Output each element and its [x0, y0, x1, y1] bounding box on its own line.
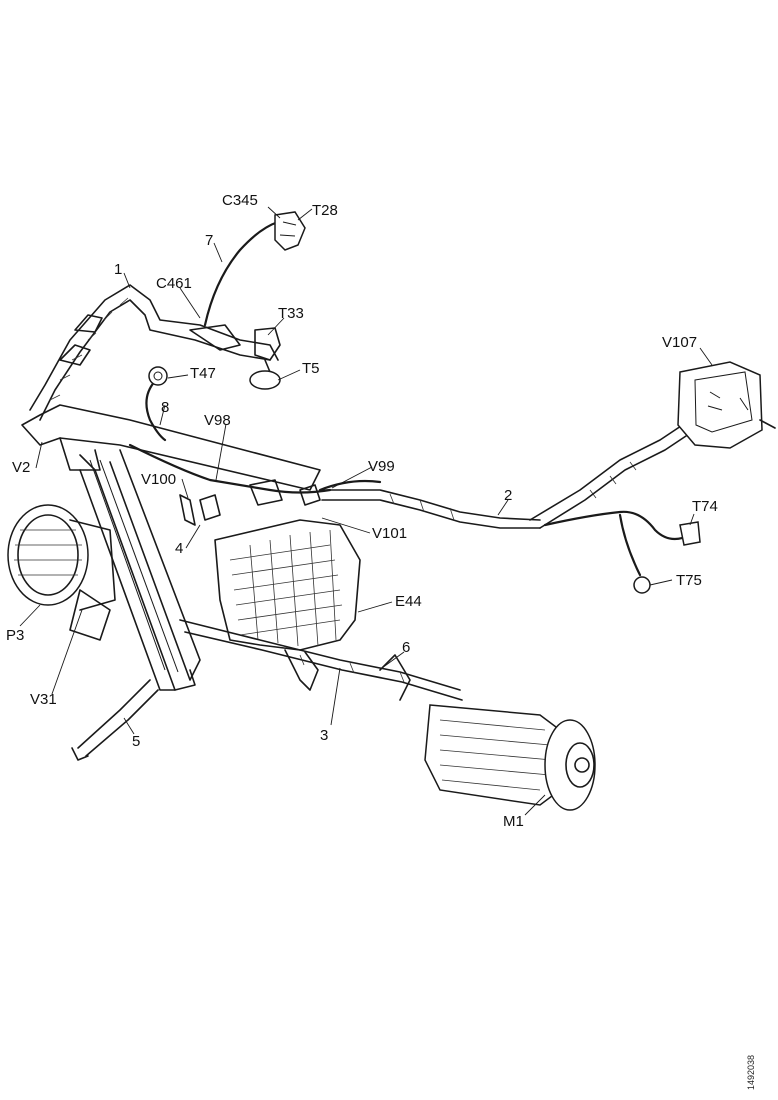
label-E44: E44 — [395, 593, 422, 610]
label-5: 5 — [132, 733, 140, 750]
label-T33: T33 — [278, 305, 304, 322]
harness-3-6 — [179, 619, 463, 701]
label-T28: T28 — [312, 202, 338, 219]
main-frame — [21, 404, 321, 691]
label-V100: V100 — [141, 471, 176, 488]
harness-4 — [128, 443, 382, 526]
label-T74: T74 — [692, 498, 718, 515]
figure-code: 1492038 — [746, 1054, 756, 1090]
connector-t33-t5 — [249, 327, 281, 390]
label-8: 8 — [161, 399, 169, 416]
alternator-p3 — [7, 504, 116, 641]
harness-1 — [29, 284, 279, 421]
label-M1: M1 — [503, 813, 524, 830]
label-6: 6 — [402, 639, 410, 656]
engine-block-e44 — [214, 519, 361, 691]
label-2: 2 — [504, 487, 512, 504]
rod-5 — [71, 679, 159, 761]
label-C345: C345 — [222, 192, 258, 209]
label-C461: C461 — [156, 275, 192, 292]
label-T47: T47 — [190, 365, 216, 382]
label-V99: V99 — [368, 458, 395, 475]
label-4: 4 — [175, 540, 183, 557]
starter-motor-m1 — [424, 704, 596, 811]
label-T75: T75 — [676, 572, 702, 589]
label-V101: V101 — [372, 525, 407, 542]
label-T5: T5 — [302, 360, 320, 377]
label-P3: P3 — [6, 627, 24, 644]
harness-8 — [145, 366, 168, 442]
label-1: 1 — [114, 261, 122, 278]
label-V98: V98 — [204, 412, 231, 429]
callout-labels: C345 T28 7 1 C461 T33 T5 T47 8 V107 V98 … — [6, 192, 718, 830]
label-V2: V2 — [12, 459, 30, 476]
label-7: 7 — [205, 232, 213, 249]
label-V107: V107 — [662, 334, 697, 351]
harness-7 — [203, 211, 306, 327]
leader-lines — [19, 206, 713, 816]
control-unit-v107 — [677, 361, 776, 449]
label-V31: V31 — [30, 691, 57, 708]
harness-2 — [319, 419, 701, 594]
label-3: 3 — [320, 727, 328, 744]
